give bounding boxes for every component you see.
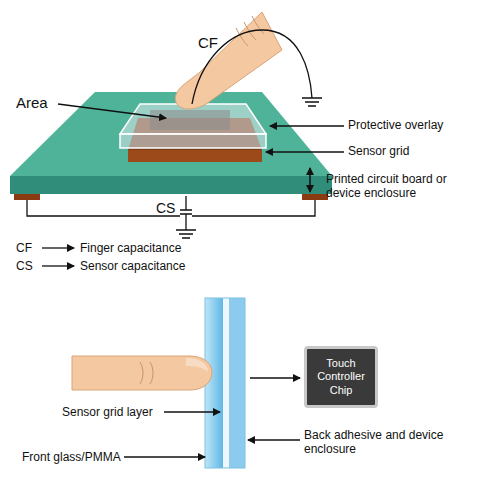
chip-box: Touch Controller Chip bbox=[304, 346, 378, 408]
foot bbox=[14, 194, 40, 200]
part-label: Printed circuit board or device enclosur… bbox=[326, 172, 476, 201]
symbol-label: CF bbox=[198, 34, 218, 52]
finger bbox=[175, 12, 282, 109]
legend-text: Sensor capacitance bbox=[80, 259, 185, 273]
foot bbox=[302, 194, 328, 200]
pcb-top bbox=[10, 92, 332, 176]
legend-text: Finger capacitance bbox=[80, 241, 181, 255]
area bbox=[150, 110, 230, 130]
symbol-label: CF bbox=[16, 241, 32, 255]
finger bbox=[72, 356, 212, 390]
part-label: Sensor grid bbox=[348, 144, 409, 158]
symbol-label: CS bbox=[156, 200, 175, 217]
symbol-label: CS bbox=[16, 259, 33, 273]
overlay-front bbox=[120, 134, 266, 148]
pcb-front bbox=[10, 176, 332, 194]
back-layer bbox=[229, 298, 245, 468]
part-label: Area bbox=[16, 94, 48, 112]
part-label: Front glass/PMMA bbox=[22, 450, 121, 464]
sensor-grid bbox=[128, 150, 262, 162]
chip-text: Touch Controller Chip bbox=[311, 357, 371, 397]
part-label: Sensor grid layer bbox=[62, 405, 153, 419]
sensor-layer bbox=[223, 298, 229, 468]
part-label: Protective overlay bbox=[348, 118, 443, 132]
part-label: Back adhesive and device enclosure bbox=[304, 428, 464, 457]
